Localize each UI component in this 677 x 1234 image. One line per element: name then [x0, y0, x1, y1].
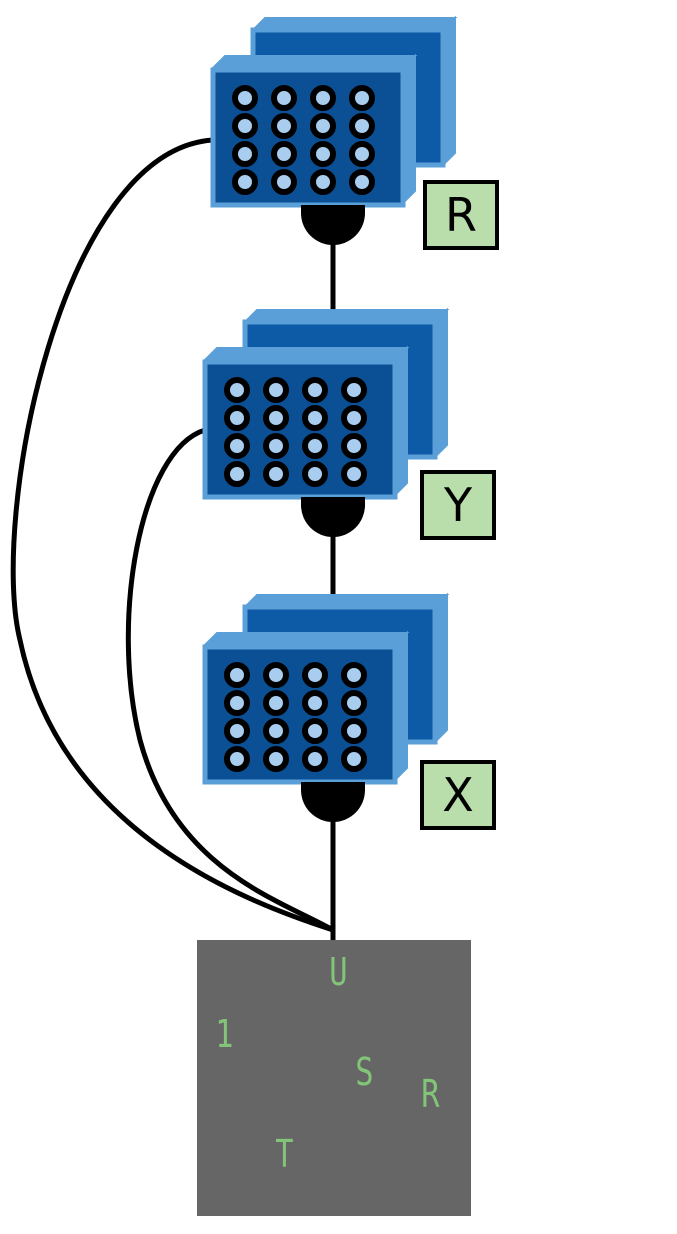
neuron	[349, 169, 375, 195]
neuron	[224, 433, 250, 459]
neuron	[310, 113, 336, 139]
neuron	[310, 169, 336, 195]
neuron	[224, 405, 250, 431]
skip-connection-r	[10, 137, 334, 933]
neuron	[263, 433, 289, 459]
layer-stack	[202, 15, 458, 822]
neuron	[263, 690, 289, 716]
neuron	[302, 718, 328, 744]
layer-block-x	[202, 592, 450, 822]
front-slab-top	[210, 55, 418, 69]
scene-char-s: S	[355, 1050, 374, 1094]
neuron	[349, 141, 375, 167]
neuron	[310, 141, 336, 167]
neuron	[232, 113, 258, 139]
neuron	[224, 461, 250, 487]
neuron	[310, 85, 336, 111]
neuron	[271, 113, 297, 139]
neuron	[224, 662, 250, 688]
input-scene-image: U 1 S R T	[197, 940, 471, 1216]
neuron	[224, 690, 250, 716]
neuron	[341, 377, 367, 403]
neuron	[302, 405, 328, 431]
neuron	[232, 169, 258, 195]
layer-block-r	[210, 15, 458, 245]
front-slab-top	[202, 347, 410, 361]
neuron	[224, 377, 250, 403]
neuron	[271, 141, 297, 167]
skip-connection-y	[125, 427, 335, 933]
layer-label-r: R	[423, 180, 499, 250]
neuron	[224, 718, 250, 744]
neuron	[341, 433, 367, 459]
neuron	[263, 662, 289, 688]
neuron	[341, 662, 367, 688]
connection-lines	[10, 137, 336, 942]
scene-char-u: U	[329, 950, 348, 994]
neuron	[263, 377, 289, 403]
neuron	[232, 85, 258, 111]
neuron	[341, 718, 367, 744]
neuron	[263, 746, 289, 772]
neuron	[302, 433, 328, 459]
neuron	[232, 141, 258, 167]
gate-connector	[301, 782, 365, 822]
neuron	[341, 690, 367, 716]
scene-char-1: 1	[215, 1012, 234, 1056]
neuron	[341, 746, 367, 772]
neuron	[263, 718, 289, 744]
neuron	[349, 85, 375, 111]
neuron	[224, 746, 250, 772]
layer-label-y: Y	[420, 470, 496, 540]
neuron	[263, 461, 289, 487]
neuron	[341, 461, 367, 487]
neuron	[271, 85, 297, 111]
layer-label-x: X	[420, 760, 496, 830]
front-slab-top	[202, 632, 410, 646]
gate-connector	[301, 205, 365, 245]
gate-connector	[301, 497, 365, 537]
scene-char-t: T	[275, 1132, 294, 1176]
neuron	[302, 461, 328, 487]
layer-block-y	[202, 307, 450, 537]
scene-char-r: R	[421, 1072, 440, 1116]
neuron	[302, 377, 328, 403]
neuron	[302, 662, 328, 688]
neuron	[349, 113, 375, 139]
neuron	[271, 169, 297, 195]
neuron	[263, 405, 289, 431]
neuron	[302, 690, 328, 716]
neuron	[302, 746, 328, 772]
neuron	[341, 405, 367, 431]
